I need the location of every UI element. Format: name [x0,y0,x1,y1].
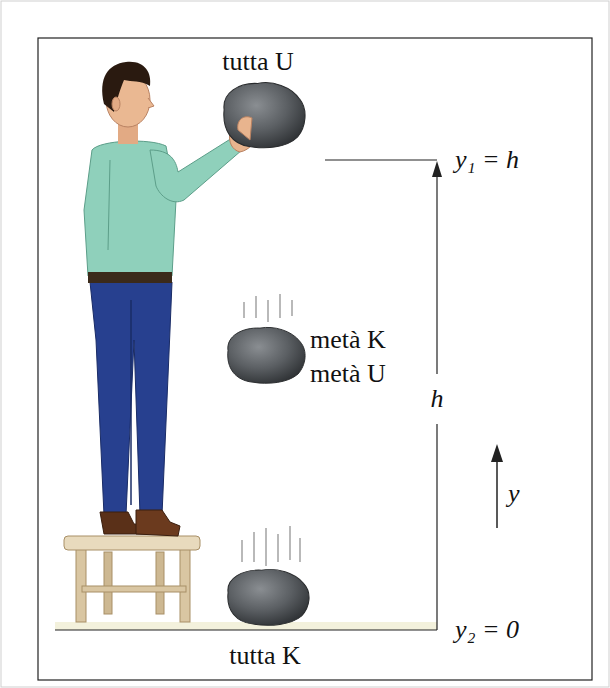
axis-label: y [508,480,520,509]
fingers [238,117,252,140]
motion-lines [242,294,300,566]
height-label: y₁ = h [455,146,519,175]
rock [228,327,305,383]
energy-label: metà K [310,326,386,355]
height-axis [325,160,442,630]
height-label: y₂ = 0 [455,616,519,645]
energy-label: tutta U [222,48,294,77]
height-label: h [431,385,444,414]
rock [224,83,305,148]
energy-label: metà U [310,360,386,389]
ground-line [55,629,437,630]
stool [64,536,200,622]
ground-shadow [55,622,437,630]
y-axis-arrow [491,444,503,528]
rock [228,569,309,625]
frame [38,38,592,680]
energy-label: tutta K [229,642,301,671]
